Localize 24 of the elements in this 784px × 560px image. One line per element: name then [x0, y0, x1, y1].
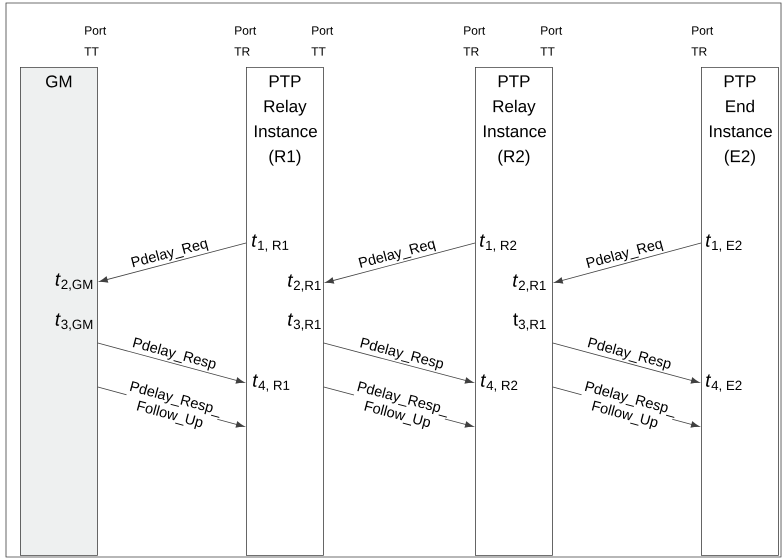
timestamp-label: t$_{4, R1}$ — [253, 374, 290, 392]
timestamp-label: t$_{4, R2}$ — [481, 374, 518, 392]
timestamp-label: t$_{2,GM}$ — [56, 273, 92, 291]
port-label: Port TT — [84, 26, 106, 56]
timestamp-label: t$_{2,R1}$ — [288, 274, 321, 292]
arrow — [554, 242, 702, 284]
timestamp-label: t$_{2,R1}$ — [513, 274, 546, 292]
port-label: Port TR — [463, 26, 486, 56]
timestamp-label: t$_{3,R1}$ — [288, 313, 321, 331]
timestamp-label: t$_{1, R2}$ — [480, 234, 516, 252]
arrow — [99, 242, 246, 283]
arrow — [323, 342, 474, 384]
timestamp-label: t$_{1, E2}$ — [706, 234, 742, 252]
timestamp-label: t$_{3,GM}$ — [56, 313, 92, 331]
arrow — [97, 342, 245, 384]
arrow — [552, 342, 700, 384]
arrow — [325, 242, 476, 284]
timestamp-label: t$_{1, R1}$ — [252, 234, 288, 252]
timestamp-label: t$_{3,R1}$ — [513, 313, 546, 331]
port-label: Port TR — [234, 26, 256, 56]
timestamp-label: t$_{4, E2}$ — [706, 374, 742, 392]
port-label: Port TT — [311, 26, 334, 56]
port-label: Port TR — [691, 26, 714, 56]
port-label: Port TT — [540, 26, 562, 56]
